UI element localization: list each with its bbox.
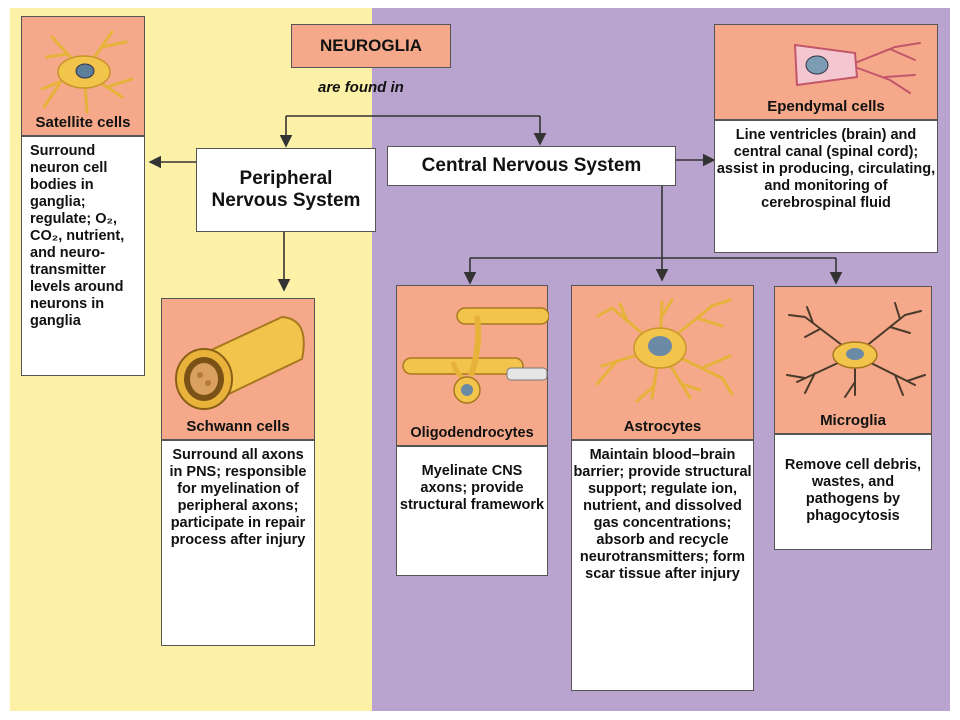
microglia-description: Remove cell debris, wastes, and pathogen… [774,434,932,550]
satellite-cell-illustration [40,30,134,114]
ependymal-cell-illustration [793,42,921,94]
astrocytes-name: Astrocytes [623,418,702,435]
cns-box: Central Nervous System [387,146,676,186]
astrocytes-description: Maintain blood–brain barrier; provide st… [571,440,754,691]
title: NEUROGLIA [320,36,422,55]
ependymal-cell-panel: Ependymal cells [714,24,938,120]
microglia-panel: Microglia [774,286,932,434]
microglia-name: Microglia [820,412,886,429]
ependymal-cells-name: Ependymal cells [767,98,885,115]
schwann-cells-description: Surround all axons in PNS; responsible f… [161,440,315,646]
oligodendrocytes-description: Myelinate CNS axons; provide structural … [396,446,548,576]
cns-label: Central Nervous System [421,155,642,176]
satellite-cells-name: Satellite cells [35,114,131,131]
ependymal-desc-text: Line ventricles (brain) and central cana… [716,127,936,211]
pns-label: Peripheral Nervous System [211,168,361,211]
subtitle: are found in [318,79,404,96]
pns-box: Peripheral Nervous System [196,148,376,232]
astrocyte-illustration [595,298,734,403]
schwann-desc-text: Surround all axons in PNS; responsible f… [169,447,307,548]
microglia-desc-text: Remove cell debris, wastes, and pathogen… [784,457,922,524]
schwann-cell-panel: Schwann cells [161,298,315,440]
oligodendrocytes-name: Oligodendrocytes [410,425,534,441]
satellite-cell-panel: Satellite cells [21,16,145,136]
astrocyte-panel: Astrocytes [571,285,754,440]
title-box: NEUROGLIA [291,24,451,68]
schwann-cells-name: Schwann cells [186,418,290,435]
oligodendrocyte-illustration [402,307,549,404]
oligodendrocytes-desc-text: Myelinate CNS axons; provide structural … [399,463,545,513]
microglia-illustration [786,302,926,398]
ependymal-cells-description: Line ventricles (brain) and central cana… [714,120,938,253]
schwann-cell-illustration [175,315,305,410]
oligodendrocyte-panel: Oligodendrocytes [396,285,549,446]
satellite-desc-text: Surround neuron cell bodies in ganglia; … [30,143,125,329]
astrocytes-desc-text: Maintain blood–brain barrier; provide st… [573,447,752,582]
satellite-cells-description: Surround neuron cell bodies in ganglia; … [21,136,145,376]
